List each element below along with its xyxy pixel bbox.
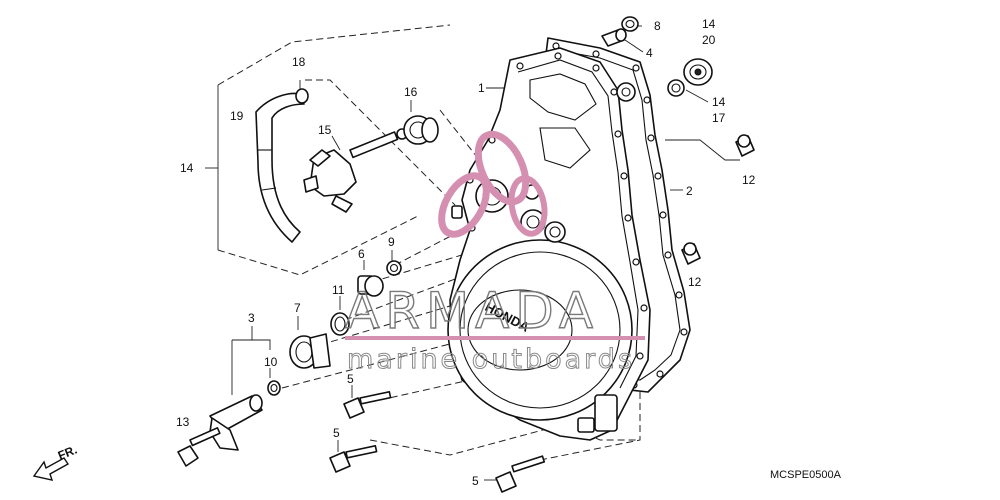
cap-7 <box>289 333 331 369</box>
hose-group-frame <box>205 24 451 276</box>
dowel-4 <box>601 28 627 47</box>
bearing-20 <box>683 58 713 86</box>
impeller-shaft <box>303 128 408 213</box>
callout-12: 12 <box>742 173 756 187</box>
o-ring-11 <box>330 312 350 336</box>
pin-small <box>451 205 463 219</box>
callout-15: 15 <box>318 123 332 137</box>
bolt-13 <box>177 426 221 467</box>
hose-clamp <box>295 88 309 104</box>
seal-17 <box>667 79 685 97</box>
water-hose <box>255 92 305 243</box>
plug-6 <box>357 275 384 297</box>
callout-18: 18 <box>292 55 306 69</box>
dowel-12-lower <box>681 242 701 265</box>
watermark-tagline: marine outboards <box>347 344 635 375</box>
diagram-code: MCSPE0500A <box>770 469 842 481</box>
callout-20: 20 <box>702 33 716 47</box>
callout-4: 4 <box>646 46 653 60</box>
watermark: ARMADA marine outboards <box>344 130 645 376</box>
callout-labels: 8 4 14 20 14 17 1 18 16 19 15 14 12 2 9 … <box>176 17 756 488</box>
washer-9 <box>386 260 402 276</box>
watermark-brand: ARMADA <box>345 282 599 340</box>
callout-14: 14 <box>712 95 726 109</box>
bolt-5-upper <box>343 390 392 419</box>
direction-label: FR. <box>56 443 79 463</box>
watermark-logo <box>438 130 548 238</box>
callout-12: 12 <box>688 275 702 289</box>
sensor-3 <box>209 394 263 451</box>
dowel-12-upper <box>735 134 755 157</box>
callout-5: 5 <box>333 426 340 440</box>
callout-7: 7 <box>294 301 301 315</box>
callout-6: 6 <box>358 247 365 261</box>
callout-10: 10 <box>264 355 278 369</box>
bolt-5-middle <box>329 444 378 473</box>
callout-14: 14 <box>180 161 194 175</box>
callout-3: 3 <box>248 311 255 325</box>
callout-5: 5 <box>472 474 479 488</box>
callout-19: 19 <box>230 109 244 123</box>
callout-16: 16 <box>404 85 418 99</box>
pump-seal <box>403 115 439 145</box>
callout-1: 1 <box>478 81 485 95</box>
front-direction-arrow: FR. <box>32 443 79 481</box>
callout-9: 9 <box>388 235 395 249</box>
seal-8 <box>621 16 639 32</box>
callout-14: 14 <box>702 17 716 31</box>
callout-11: 11 <box>332 283 345 297</box>
callout-2: 2 <box>686 184 693 198</box>
callout-8: 8 <box>654 19 661 33</box>
callout-5: 5 <box>347 372 354 386</box>
callout-17: 17 <box>712 111 726 125</box>
bolt-5-lower <box>495 455 546 493</box>
o-ring-10 <box>267 380 281 396</box>
callout-13: 13 <box>176 415 190 429</box>
front-cover: HONDA <box>447 47 651 441</box>
